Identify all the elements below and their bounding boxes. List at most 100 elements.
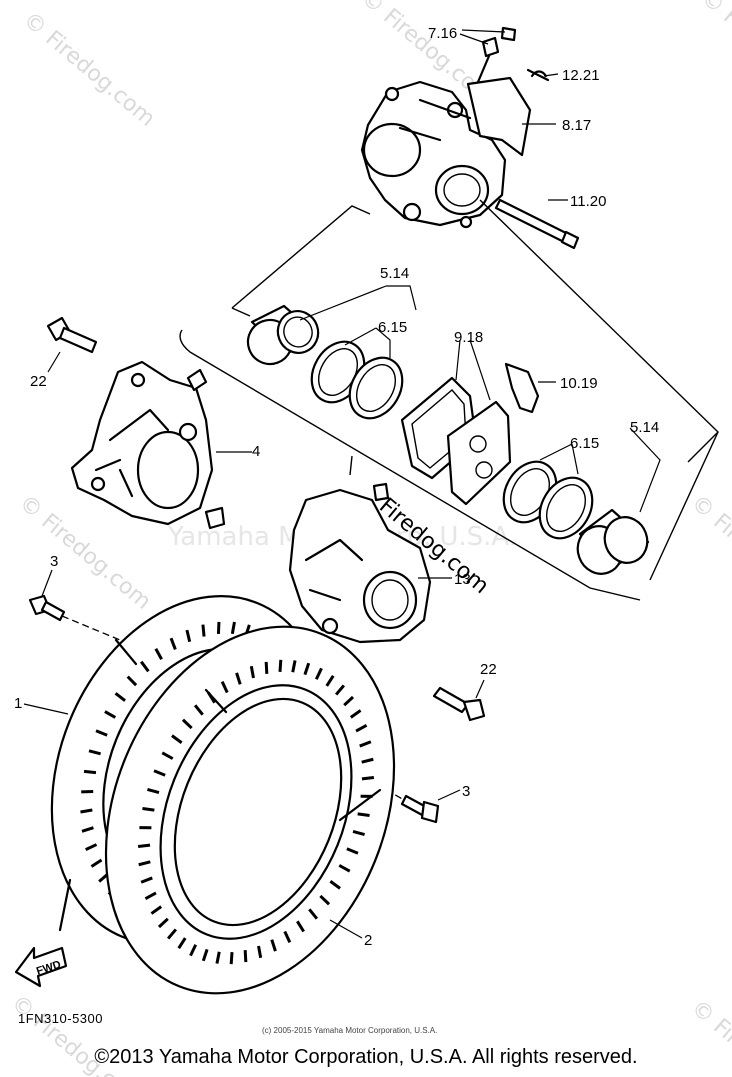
disc-vent-slot bbox=[157, 917, 169, 929]
disc-vent-slot bbox=[220, 681, 229, 694]
pad-pin bbox=[494, 198, 580, 250]
disc-vent-slot bbox=[83, 769, 97, 775]
disc-vent-slot bbox=[283, 930, 292, 943]
callout-3-right: 3 bbox=[462, 783, 470, 800]
disc-vent-slot bbox=[357, 812, 370, 817]
disc-vent-slot bbox=[153, 769, 166, 777]
seals-right bbox=[502, 460, 594, 540]
disc-vent-slot bbox=[81, 826, 94, 833]
callout-5-14-right: 5.14 bbox=[630, 419, 659, 436]
callout-22-right: 22 bbox=[480, 661, 497, 678]
disc-vent-slot bbox=[144, 891, 157, 900]
disc-vent-slot bbox=[137, 843, 151, 848]
disc-vent-slot bbox=[193, 704, 204, 716]
center-caliper bbox=[288, 482, 432, 644]
disc-vent-slot bbox=[291, 660, 297, 673]
disc-vent-slot bbox=[257, 945, 263, 959]
disc-vent-slot bbox=[329, 880, 341, 890]
left-caliper bbox=[70, 360, 226, 530]
disc-vent-slot bbox=[138, 860, 151, 867]
disc-vent-slot bbox=[80, 808, 93, 814]
disc-vent-slot bbox=[88, 749, 101, 756]
disc-vent-slot bbox=[81, 790, 94, 794]
guide-lines bbox=[179, 199, 719, 601]
callout-6-15-top: 6.15 bbox=[378, 319, 407, 336]
bolt-left bbox=[46, 316, 98, 354]
disc-vent-slot bbox=[201, 624, 206, 637]
disc-vent-slot bbox=[147, 788, 160, 794]
disc-vent-slot bbox=[139, 826, 152, 830]
disc-vent-slot bbox=[264, 661, 269, 674]
callout-11-20: 11.20 bbox=[570, 193, 606, 210]
watermark-mid-right: © Firedog.com bbox=[686, 490, 732, 614]
disc-2-vents bbox=[137, 659, 375, 965]
disc-vent-slot bbox=[359, 740, 372, 748]
disc-vent-slot bbox=[189, 944, 198, 957]
disc-vent-slot bbox=[161, 751, 174, 760]
disc-vent-slot bbox=[361, 757, 374, 764]
callout-9-18: 9.18 bbox=[454, 329, 483, 346]
disc-vent-slot bbox=[166, 928, 178, 940]
watermark-top-left: © Firedog.com bbox=[18, 7, 159, 131]
diagram-code: 1FN310-5300 bbox=[18, 1011, 103, 1026]
brake-disc-2 bbox=[58, 625, 396, 995]
disc-vent-slot bbox=[95, 729, 108, 737]
disc-vent-slot bbox=[90, 858, 103, 868]
disc-vent-slot bbox=[352, 830, 365, 836]
disc-vent-slot bbox=[142, 807, 155, 812]
disc-vent-slot bbox=[230, 621, 236, 635]
callout-10-19: 10.19 bbox=[560, 375, 598, 392]
callout-3-left: 3 bbox=[50, 553, 58, 570]
pad-spring bbox=[466, 76, 532, 157]
bolt-right bbox=[432, 686, 486, 722]
disc-vent-slot bbox=[177, 937, 187, 949]
callout-4: 4 bbox=[252, 443, 260, 460]
disc-vent-slot bbox=[308, 908, 319, 920]
disc-vent-slot bbox=[126, 675, 138, 687]
disc-vent-slot bbox=[355, 724, 368, 733]
small-copyright: (c) 2005-2015 Yamaha Motor Corporation, … bbox=[262, 1026, 438, 1035]
disc-vent-slot bbox=[346, 847, 359, 855]
disc-vent-slot bbox=[181, 718, 193, 730]
callout-12-21: 12.21 bbox=[562, 67, 600, 84]
disc-vent-slot bbox=[114, 692, 126, 702]
disc-vent-slot bbox=[296, 920, 305, 933]
disc-vent-slot bbox=[154, 648, 163, 660]
bleed-screw bbox=[476, 26, 517, 84]
callout-5-14-top: 5.14 bbox=[380, 265, 409, 282]
brake-pads bbox=[400, 376, 512, 506]
disc-vent-slot bbox=[270, 939, 277, 952]
watermark-top-right: © Firedog.com bbox=[696, 0, 732, 110]
disc-vent-slot bbox=[235, 672, 242, 685]
disc-vent-slot bbox=[278, 659, 283, 672]
disc-vent-slot bbox=[104, 710, 117, 719]
footer-copyright: ©2013 Yamaha Motor Corporation, U.S.A. A… bbox=[94, 1046, 638, 1068]
disc-vent-slot bbox=[361, 776, 375, 781]
disc-vent-slot bbox=[215, 951, 221, 964]
disc-vent-slot bbox=[303, 662, 311, 676]
disc-vent-slot bbox=[169, 637, 177, 650]
disc-vent-slot bbox=[201, 948, 209, 962]
callout-2: 2 bbox=[364, 932, 372, 949]
disc-vent-slot bbox=[140, 876, 153, 884]
clip bbox=[526, 68, 550, 82]
disc-vent-slot bbox=[314, 667, 323, 680]
disc-vent-slot bbox=[319, 894, 331, 906]
forward-arrow: FWD bbox=[14, 946, 68, 988]
disc-vent-slot bbox=[85, 843, 98, 851]
disc-vent-slot bbox=[249, 665, 255, 679]
leader-lines bbox=[23, 29, 661, 939]
callout-6-15-right: 6.15 bbox=[570, 435, 599, 452]
disc-vent-slot bbox=[349, 709, 362, 719]
disc-vent-slot bbox=[171, 734, 183, 744]
disc-vent-slot bbox=[216, 621, 221, 634]
disc-vent-slot bbox=[325, 675, 335, 687]
disc-vent-slot bbox=[338, 864, 351, 873]
callout-7-16: 7.16 bbox=[428, 25, 457, 42]
disc-screw-left bbox=[28, 594, 121, 641]
disc-vent-slot bbox=[140, 660, 150, 673]
pad-shim bbox=[504, 362, 540, 414]
piston-right bbox=[576, 508, 650, 575]
piston-top bbox=[246, 304, 320, 366]
